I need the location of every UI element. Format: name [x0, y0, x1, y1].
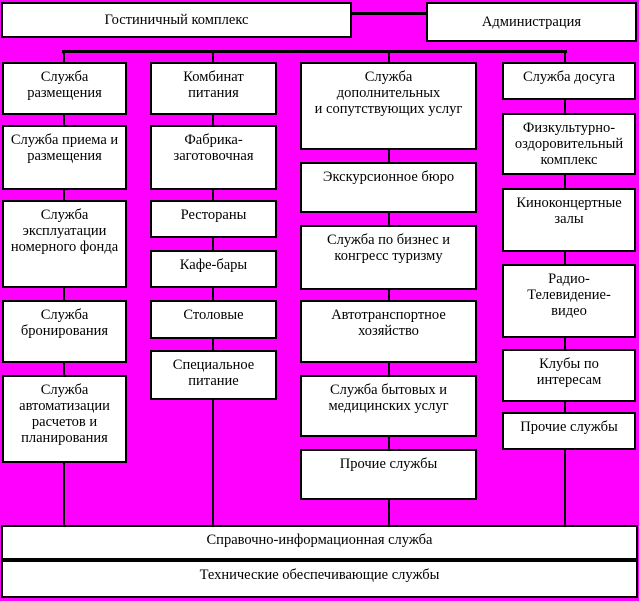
node-procurement-factory: Фабрика- заготовочная — [150, 125, 277, 190]
node-other-services-col4: Прочие службы — [502, 412, 636, 450]
connector — [564, 402, 566, 412]
connector — [63, 363, 65, 375]
connector — [63, 288, 65, 300]
connector — [212, 115, 214, 125]
node-administration: Администрация — [426, 2, 637, 42]
node-transport-service: Автотранспортное хозяйство — [300, 300, 477, 363]
node-special-catering: Специальное питание — [150, 350, 277, 400]
connector — [212, 400, 214, 525]
connector — [564, 450, 566, 525]
connector — [388, 363, 390, 375]
connector — [63, 190, 65, 200]
connector — [212, 238, 214, 250]
node-cinema-concert-halls: Киноконцертные залы — [502, 188, 636, 252]
node-cafe-bars: Кафе-бары — [150, 250, 277, 288]
connector-drop-col3 — [388, 52, 390, 63]
node-leisure-service: Служба досуга — [502, 62, 636, 100]
connector-top-link — [352, 12, 426, 15]
connector — [212, 190, 214, 200]
connector — [564, 100, 566, 113]
node-info-service: Справочно-информационная служба — [1, 525, 638, 560]
node-accommodation-service: Служба размещения — [2, 62, 127, 115]
connector — [564, 252, 566, 264]
node-other-services-col3: Прочие службы — [300, 449, 477, 500]
connector — [63, 463, 65, 525]
node-additional-services: Служба дополнительных и сопутствующих ус… — [300, 62, 477, 150]
node-radio-tv-video: Радио- Телевидение- видео — [502, 264, 636, 338]
connector — [63, 115, 65, 125]
connector — [388, 500, 390, 525]
connector — [388, 150, 390, 162]
connector — [564, 338, 566, 349]
connector — [212, 288, 214, 300]
connector — [388, 437, 390, 449]
node-excursion-bureau: Экскурсионное бюро — [300, 162, 477, 213]
node-catering-complex: Комбинат питания — [150, 62, 277, 115]
node-business-tourism-service: Служба по бизнес и конгресс туризму — [300, 225, 477, 290]
node-hotel-complex: Гостиничный комплекс — [1, 2, 352, 38]
connector — [212, 339, 214, 350]
connector-drop-col1 — [63, 52, 65, 63]
connector-trunk — [62, 50, 567, 53]
node-fitness-complex: Физкультурно- оздоровительный комплекс — [502, 113, 636, 175]
connector-drop-col2 — [212, 52, 214, 63]
connector — [564, 175, 566, 188]
node-automation-service: Служба автоматизации расчетов и планиров… — [2, 375, 127, 463]
node-technical-services: Технические обеспечивающие службы — [1, 560, 638, 598]
node-interest-clubs: Клубы по интересам — [502, 349, 636, 402]
connector — [388, 290, 390, 300]
node-reception-service: Служба приема и размещения — [2, 125, 127, 190]
node-household-medical-service: Служба бытовых и медицинских услуг — [300, 375, 477, 437]
node-booking-service: Служба бронирования — [2, 300, 127, 363]
connector-drop-col4 — [564, 52, 566, 63]
connector — [388, 213, 390, 225]
node-restaurants: Рестораны — [150, 200, 277, 238]
node-canteens: Столовые — [150, 300, 277, 339]
node-room-fund-service: Служба эксплуатации номерного фонда — [2, 200, 127, 288]
